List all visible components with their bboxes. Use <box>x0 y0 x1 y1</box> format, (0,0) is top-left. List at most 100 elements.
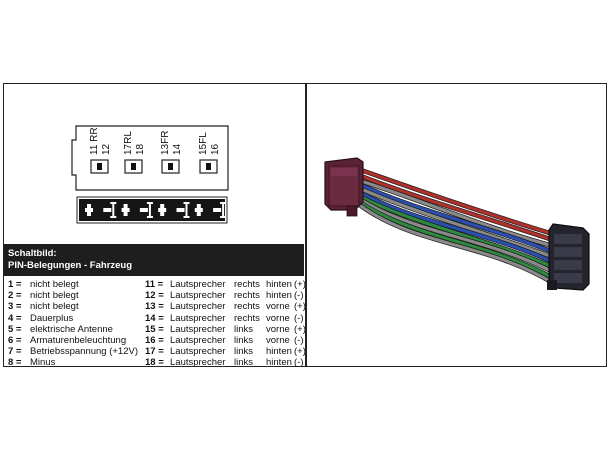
bottom-pin-mark <box>85 204 93 216</box>
pin-right-position: hinten <box>266 290 292 302</box>
pin-left-number: 7 = <box>8 346 22 358</box>
pin-contact <box>206 163 211 170</box>
pin-right-label: Lautsprecher <box>170 357 226 369</box>
pin-left-label: Minus <box>30 357 56 369</box>
pin-contact <box>131 163 136 170</box>
harness-wire <box>359 174 555 242</box>
harness-wire <box>359 201 555 280</box>
pin-right-polarity: (-) <box>294 357 304 369</box>
pin-left-label: Dauerplus <box>30 312 74 324</box>
pin-right-label: Lautsprecher <box>170 323 226 335</box>
pin-left-label: Betriebsspannung (+12V) <box>30 346 139 358</box>
pin-right-side: rechts <box>234 312 260 324</box>
pin-table: 1 = nicht belegt 11 = Lautsprecher rechts hin… <box>8 279 306 369</box>
pin-left-number: 2 = <box>8 290 22 302</box>
pin-right-number: 17 = <box>145 346 164 358</box>
pin-row: 3 = nicht belegt 13 = Lautsprecher rechts vor… <box>8 301 306 313</box>
pin-right-number: 16 = <box>145 334 164 346</box>
bottom-pin-mark <box>158 204 167 216</box>
pin-right-position: hinten <box>266 346 292 358</box>
pin-left-number: 6 = <box>8 334 22 346</box>
harness-panel <box>307 84 605 366</box>
pin-left-number: 5 = <box>8 323 22 335</box>
right-plug <box>547 223 590 291</box>
bottom-row-fill <box>79 199 225 221</box>
pin-right-position: hinten <box>266 357 292 369</box>
pin-right-position: vorne <box>266 312 290 324</box>
pin-group-top-label: 11 RR <box>89 127 100 155</box>
pin-left-label: elektrische Antenne <box>30 323 113 335</box>
pin-left-number: 1 = <box>8 279 22 290</box>
pin-right-number: 15 = <box>145 323 164 335</box>
pin-group-bottom-label: 14 <box>172 143 183 155</box>
pin-row: 8 = Minus 18 = Lautsprecher links hinten(-) <box>8 357 304 368</box>
harness-wire <box>359 179 555 248</box>
header-subtitle: PIN-Belegungen - Fahrzeug <box>8 260 133 271</box>
pin-left-number: 8 = <box>8 357 22 369</box>
connector-outline <box>71 125 229 191</box>
pin-right-label: Lautsprecher <box>170 346 226 358</box>
pin-right-polarity: (-) <box>294 312 304 324</box>
pin-contact <box>168 163 173 170</box>
pin-group-top-label: 15FL <box>198 132 209 155</box>
pin-right-label: Lautsprecher <box>170 279 226 290</box>
divider <box>305 84 307 366</box>
pin-right-polarity: (-) <box>294 334 304 346</box>
pin-right-side: rechts <box>234 301 260 313</box>
pin-group-top-label: 17RL <box>123 131 134 155</box>
pin-right-side: links <box>234 346 254 358</box>
pin-row: 6 = Armaturenbeleuchtung 16 = Lautsprecher l… <box>8 335 304 346</box>
pin-right-side: rechts <box>234 279 260 290</box>
wiring-harness-image <box>324 157 590 291</box>
pin-right-label: Lautsprecher <box>170 301 226 313</box>
pin-right-polarity: (+) <box>294 346 306 358</box>
pin-left-label: nicht belegt <box>30 279 79 290</box>
harness-wire <box>359 198 555 274</box>
pin-right-number: 11 = <box>145 279 164 290</box>
pin-right-number: 12 = <box>145 290 164 302</box>
pin-left-label: nicht belegt <box>30 301 79 313</box>
pin-right-position: hinten <box>266 279 292 290</box>
pin-right-label: Lautsprecher <box>170 334 226 346</box>
bottom-pin-mark <box>103 202 117 218</box>
pin-left-label: Armaturenbeleuchtung <box>30 334 127 346</box>
harness-wire <box>359 187 555 259</box>
pin-right-number: 13 = <box>145 301 164 313</box>
pin-right-label: Lautsprecher <box>170 312 226 324</box>
pin-row: 1 = nicht belegt 11 = Lautsprecher rechts hin… <box>8 279 306 290</box>
left-plug <box>324 157 364 217</box>
pin-left-number: 4 = <box>8 312 22 324</box>
pin-left-number: 3 = <box>8 301 22 313</box>
pin-group-bottom-label: 12 <box>101 143 112 155</box>
pin-right-position: vorne <box>266 301 290 313</box>
harness-wire <box>359 191 555 264</box>
pin-right-side: links <box>234 334 254 346</box>
pin-row: 4 = Dauerplus 14 = Lautsprecher rechts vorne (… <box>8 313 304 324</box>
harness-wire <box>359 168 555 236</box>
pin-right-polarity: (+) <box>294 323 306 335</box>
pin-right-side: links <box>234 357 254 369</box>
connector-bottom-row <box>76 196 228 224</box>
header-title: Schaltbild: <box>8 248 57 259</box>
bottom-pin-mark <box>194 204 203 216</box>
pin-right-polarity: (+) <box>294 279 306 290</box>
pin-right-side: rechts <box>234 290 260 302</box>
harness-wire <box>359 204 555 285</box>
pin-right-polarity: (+) <box>294 301 306 313</box>
pin-right-number: 18 = <box>145 357 164 369</box>
pin-group-bottom-label: 18 <box>135 143 146 155</box>
harness-wires <box>358 167 556 286</box>
harness-wire <box>359 195 555 269</box>
pin-right-number: 14 = <box>145 312 164 324</box>
bottom-pin-mark <box>139 202 153 218</box>
pin-right-label: Lautsprecher <box>170 290 226 302</box>
pin-right-position: vorne <box>266 323 290 335</box>
pin-right-polarity: (-) <box>294 290 304 302</box>
